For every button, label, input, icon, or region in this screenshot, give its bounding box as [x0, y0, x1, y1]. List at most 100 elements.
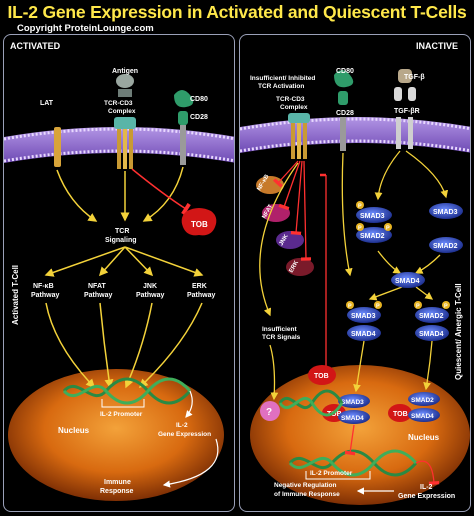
- tob-blob-inactive-c: TOB: [388, 404, 412, 422]
- antigen-shape: [116, 74, 134, 88]
- gene-expression-inactive-label-2: Gene Expression: [398, 493, 455, 500]
- smad4-a: SMAD4: [391, 272, 425, 288]
- lat-label: LAT: [40, 100, 54, 107]
- antigen-label: Antigen: [112, 68, 138, 75]
- kinase-nfat: NFAT: [262, 204, 290, 222]
- svg-text:ERK: ERK: [192, 283, 207, 290]
- tcr-signaling-label-2: Signaling: [105, 237, 137, 244]
- svg-text:NF-κB: NF-κB: [33, 283, 54, 290]
- immune-response-label-2: Response: [100, 488, 134, 495]
- svg-text:SMAD3: SMAD3: [433, 209, 458, 216]
- tcr-cd3-complex-inactive: [288, 113, 310, 123]
- svg-text:P: P: [358, 226, 362, 232]
- insufficient-signals-label-1: Insufficient: [262, 326, 298, 333]
- svg-text:TOB: TOB: [327, 411, 342, 418]
- nucleus-label: Nucleus: [58, 426, 90, 435]
- gene-expression-label-2: Gene Expression: [158, 431, 211, 438]
- phospho-markers: P P P P P P P: [346, 201, 450, 310]
- smad3-a: SMAD3: [356, 207, 392, 223]
- svg-text:SMAD4: SMAD4: [341, 415, 364, 422]
- svg-text:SMAD2: SMAD2: [433, 243, 458, 250]
- insufficient-activation-label-1: Insufficient/ Inhibited: [250, 75, 315, 82]
- smad4-b: SMAD4: [347, 325, 381, 341]
- tcr-signaling-label-1: TCR: [115, 228, 129, 235]
- smad2-c: SMAD2: [415, 307, 449, 323]
- svg-text:ERK: ERK: [289, 259, 301, 274]
- activated-header: ACTIVATED: [10, 41, 61, 51]
- tcr-complex-inactive-label-1: TCR-CD3: [276, 96, 305, 103]
- activated-diagram: ACTIVATED Activated T-Cell LAT Antigen T…: [4, 41, 234, 501]
- smad2-a: SMAD2: [356, 227, 392, 243]
- unknown-factor: [260, 401, 280, 421]
- dna-helix: [62, 377, 192, 405]
- svg-text:Pathway: Pathway: [187, 292, 216, 299]
- inactive-diagram: INACTIVE Quiescent/ Anergic T-Cell Insuf…: [240, 41, 470, 505]
- svg-text:P: P: [376, 304, 380, 310]
- activated-side-label: Activated T-Cell: [11, 265, 20, 325]
- tgfbr-label: TGF-βR: [394, 108, 420, 115]
- tcr-cd3-complex: [114, 117, 136, 129]
- inactive-panel: INACTIVE Quiescent/ Anergic T-Cell Insuf…: [239, 34, 471, 512]
- tob-blob-inactive-a: TOB: [308, 365, 336, 385]
- smad4-c: SMAD4: [415, 325, 449, 341]
- smad-nuclear-b: SMAD2 SMAD4: [408, 392, 440, 422]
- svg-text:JNK: JNK: [279, 233, 291, 247]
- tgfbr-receptor: [396, 117, 401, 149]
- gene-expression-label-1: IL-2: [176, 422, 188, 429]
- promoter-inactive-label: IL-2 Promoter: [310, 470, 353, 477]
- svg-text:NFAT: NFAT: [88, 283, 106, 290]
- svg-text:SMAD2: SMAD2: [419, 313, 444, 320]
- svg-text:SMAD4: SMAD4: [351, 331, 376, 338]
- page-title: IL-2 Gene Expression in Activated and Qu…: [7, 2, 467, 22]
- svg-text:SMAD4: SMAD4: [411, 413, 434, 420]
- svg-text:P: P: [416, 304, 420, 310]
- svg-text:SMAD2: SMAD2: [360, 233, 385, 240]
- copyright-note: Copyright ProteinLounge.com: [17, 23, 154, 34]
- svg-text:P: P: [358, 204, 362, 210]
- gene-expression-inactive-label-1: IL-2: [420, 484, 433, 491]
- tcr-complex-inactive-label-2: Complex: [280, 104, 308, 111]
- svg-text:SMAD3: SMAD3: [351, 313, 376, 320]
- kinase-nfkb: NF-κB: [256, 173, 284, 194]
- tcr-complex-label-1: TCR-CD3: [104, 100, 133, 107]
- insufficient-activation-label-2: TCR Activation: [258, 83, 304, 90]
- pathway-nfkb: NF-κB Pathway: [31, 283, 60, 299]
- tcr-complex-label-2: Complex: [108, 108, 136, 115]
- negative-regulation-label-1: Negative Regulation: [274, 482, 337, 489]
- kinase-erk: ERK: [286, 258, 314, 276]
- svg-text:TOB: TOB: [314, 373, 329, 380]
- cd28-receptor: [180, 125, 186, 165]
- svg-text:JNK: JNK: [143, 283, 157, 290]
- svg-text:TOB: TOB: [393, 411, 408, 418]
- negative-regulation-label-2: of Immune Response: [274, 491, 340, 498]
- tgfb-ligand: [398, 69, 412, 83]
- tob-label: TOB: [191, 220, 208, 229]
- nucleus-inactive-label: Nucleus: [408, 433, 440, 442]
- tgfb-label: TGF-β: [404, 74, 425, 81]
- pathway-jnk: JNK Pathway: [136, 283, 165, 299]
- svg-text:SMAD3: SMAD3: [360, 213, 385, 220]
- cd80-inactive-label: CD80: [336, 68, 354, 75]
- cd28-receptor-inactive: [340, 117, 346, 151]
- svg-text:P: P: [348, 304, 352, 310]
- svg-text:P: P: [444, 304, 448, 310]
- cd28-label: CD28: [190, 114, 208, 121]
- cd80-shape-inactive: [334, 70, 354, 88]
- insufficient-signals-label-2: TCR Signals: [262, 334, 301, 341]
- tob-blob: [181, 208, 217, 236]
- smad2-b: SMAD2: [429, 237, 463, 253]
- svg-text:Pathway: Pathway: [31, 292, 60, 299]
- smad-nuclear-a: SMAD3 SMAD4: [338, 394, 370, 424]
- unknown-factor-label: ?: [266, 407, 272, 418]
- kinase-jnk: JNK: [276, 231, 304, 249]
- svg-text:SMAD4: SMAD4: [395, 278, 420, 285]
- lat-receptor: [54, 127, 61, 167]
- smad3-c: SMAD3: [347, 307, 381, 323]
- svg-text:SMAD2: SMAD2: [411, 397, 434, 404]
- cd28-inactive-label: CD28: [336, 110, 354, 117]
- smad3-b: SMAD3: [429, 203, 463, 219]
- activated-panel: ACTIVATED Activated T-Cell LAT Antigen T…: [3, 34, 235, 512]
- cd80-shape: [174, 90, 194, 108]
- promoter-label: IL-2 Promoter: [100, 411, 143, 418]
- cd80-label: CD80: [190, 96, 208, 103]
